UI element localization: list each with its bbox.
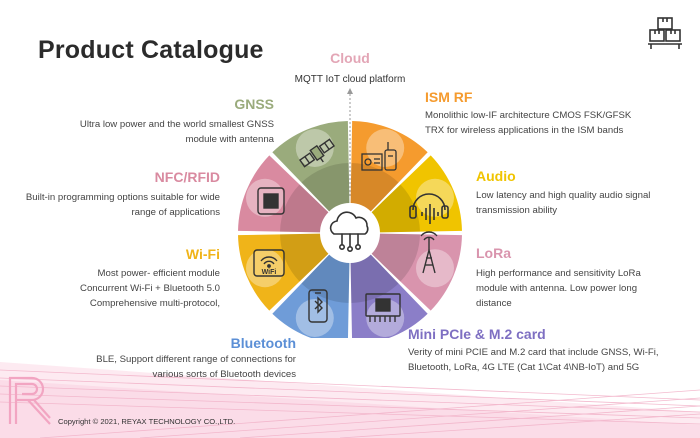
- wheel-icon-backdrop-ism: [366, 129, 405, 168]
- wheel-segment-inner-wifi: [280, 233, 329, 282]
- cloud-network-icon: [329, 211, 369, 253]
- wheel-segment-wifi: [238, 233, 329, 311]
- bluetooth-phone-icon: [308, 289, 328, 323]
- wheel-icon-backdrop-bluetooth: [295, 298, 334, 337]
- headphones-icon: [409, 193, 449, 224]
- category-title-audio: Audio: [476, 168, 516, 184]
- cloud-connector-arrowhead: [347, 88, 353, 94]
- wheel-segment-inner-pcie: [350, 254, 399, 303]
- category-title-ism: ISM RF: [425, 89, 473, 105]
- category-desc-lora: High performance and sensitivity LoRa mo…: [476, 268, 641, 309]
- page-title: Product Catalogue: [38, 36, 264, 64]
- wheel-segment-inner-ism: [350, 163, 399, 212]
- antenna-tower-icon: [420, 231, 438, 274]
- category-title-pcie: Mini PCIe & M.2 card: [408, 326, 546, 342]
- wifi-icon: WiFi: [253, 249, 285, 277]
- category-title-bluetooth: Bluetooth: [230, 335, 296, 351]
- category-desc-cloud: MQTT IoT cloud platform: [294, 74, 406, 85]
- wheel-segment-inner-lora: [371, 233, 420, 282]
- copyright-text: Copyright © 2021, REYAX TECHNOLOGY CO.,L…: [58, 417, 236, 426]
- category-title-gnss: GNSS: [234, 96, 274, 112]
- category-desc-audio: Low latency and high quality audio signa…: [476, 190, 651, 216]
- category-desc-nfc: Built-in programming options suitable fo…: [25, 192, 220, 218]
- wheel-segment-nfc: [238, 155, 329, 233]
- chip-icon: [257, 187, 285, 215]
- category-desc-gnss: Ultra low power and the world smallest G…: [79, 119, 274, 145]
- wheel-segment-inner-gnss: [301, 163, 350, 212]
- category-title-nfc: NFC/RFID: [154, 169, 220, 185]
- category-title-wifi: Wi-Fi: [185, 246, 220, 262]
- category-desc-bluetooth: BLE, Support different range of connecti…: [96, 354, 296, 380]
- wheel-segment-gnss: [272, 121, 350, 212]
- wheel-segment-bluetooth: [272, 254, 350, 338]
- product-wheel-diagram: WiFi: [238, 88, 462, 338]
- category-desc-pcie: Verity of mini PCIE and M.2 card that in…: [408, 347, 659, 373]
- wheel-segment-ism: [350, 121, 428, 212]
- category-desc-wifi: Most power- efficient module Concurrent …: [80, 268, 220, 309]
- category-title-cloud: Cloud: [330, 50, 370, 66]
- wheel-segment-inner-bluetooth: [301, 254, 350, 303]
- pcie-card-icon: [365, 293, 401, 322]
- satellite-icon: [298, 138, 336, 168]
- category-desc-ism: Monolithic low-IF architecture CMOS FSK/…: [425, 110, 632, 136]
- category-title-lora: LoRa: [476, 245, 511, 261]
- wheel-segment-inner-nfc: [280, 184, 329, 233]
- wheel-segment-audio: [371, 155, 462, 233]
- radio-transceiver-icon: [361, 142, 397, 171]
- wheel-segment-inner-audio: [371, 184, 420, 233]
- stacked-boxes-icon: [648, 17, 682, 49]
- wheel-segment-lora: [371, 233, 462, 311]
- wheel-icon-backdrop-lora: [415, 249, 454, 288]
- reyax-r-logo: [8, 376, 51, 425]
- svg-text:WiFi: WiFi: [262, 269, 277, 276]
